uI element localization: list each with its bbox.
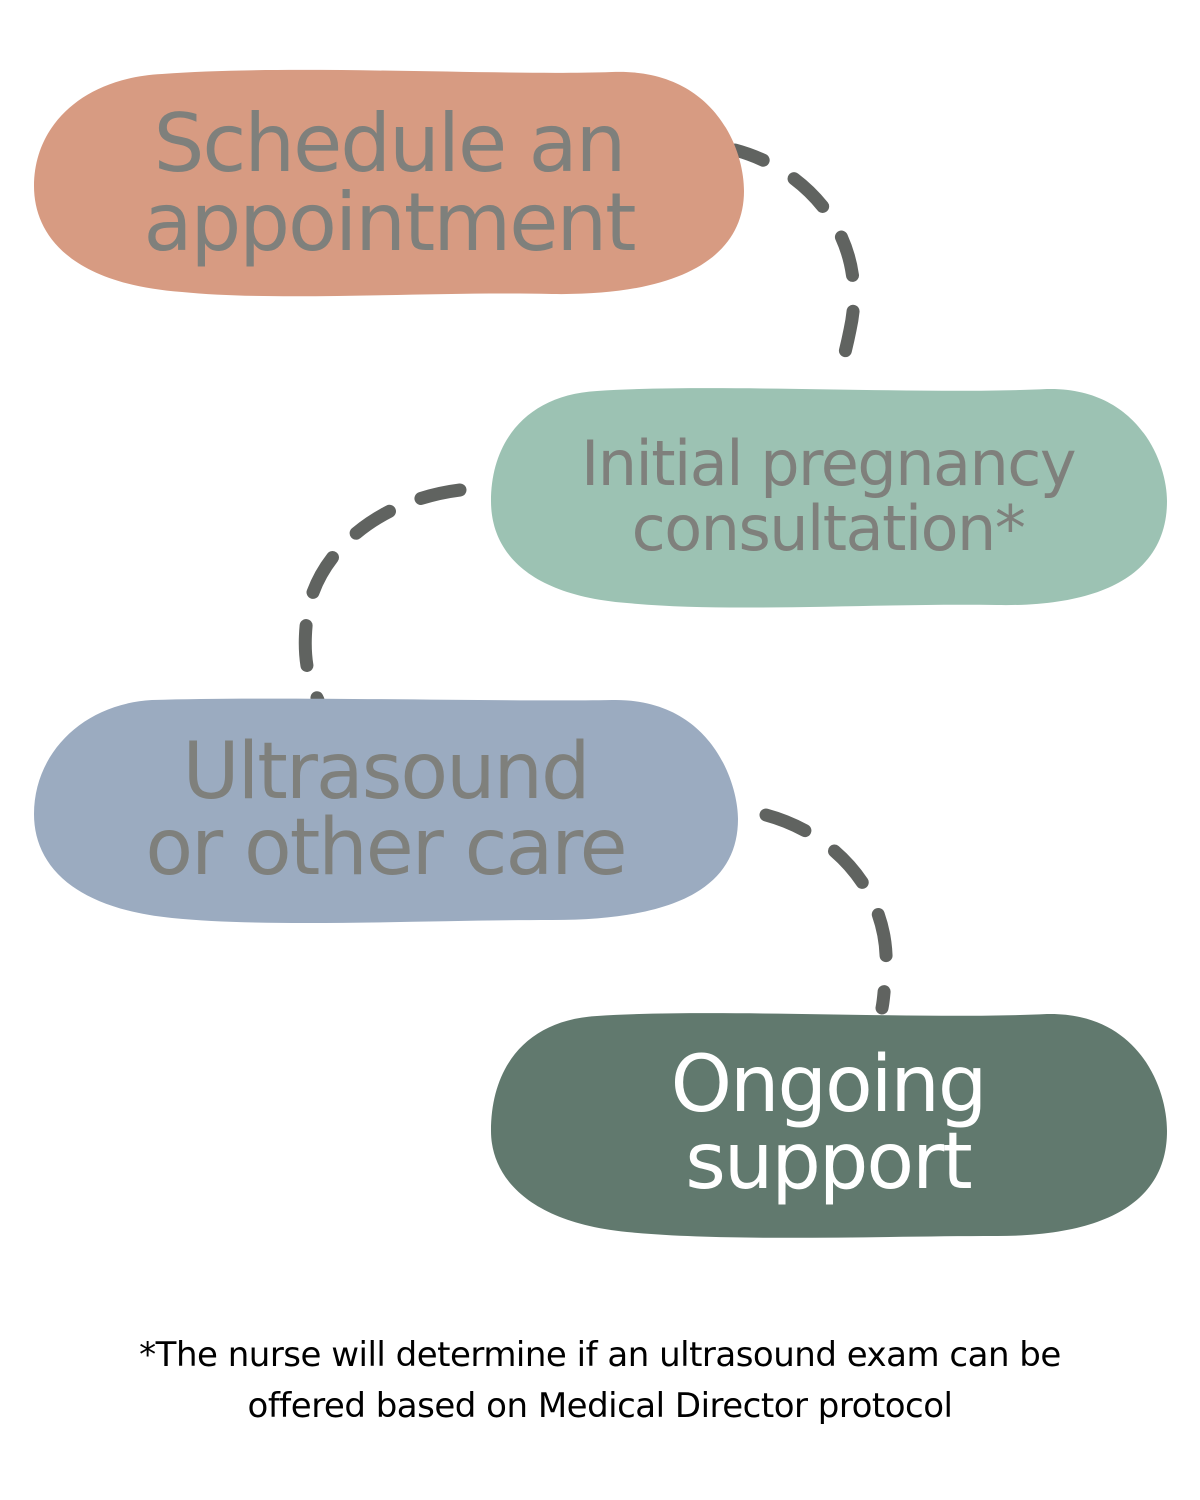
connector-step3-to-step4 xyxy=(759,808,893,1015)
footnote-line2: offered based on Medical Director protoc… xyxy=(247,1386,953,1426)
step-label-line2: or other care xyxy=(145,803,627,893)
step-label-line2: consultation* xyxy=(631,492,1026,565)
connector-step1-to-step2 xyxy=(728,143,861,387)
step-ultrasound-other-care: Ultrasound or other care xyxy=(32,694,739,926)
step-label-line1: Initial pregnancy xyxy=(580,426,1077,500)
footnote: *The nurse will determine if an ultrasou… xyxy=(0,1330,1200,1432)
blob-shape xyxy=(34,698,738,924)
step-label-line2: appointment xyxy=(143,175,636,269)
step-ongoing-support: Ongoing support xyxy=(487,1006,1169,1241)
step-label-line1: Ongoing xyxy=(670,1040,988,1131)
connector-step2-to-step3 xyxy=(298,483,467,707)
footnote-line1: *The nurse will determine if an ultrasou… xyxy=(139,1335,1061,1375)
blob-shape xyxy=(491,1013,1167,1238)
step-label-line1: Ultrasound xyxy=(182,726,591,817)
step-schedule-appointment: Schedule an appointment xyxy=(32,66,746,301)
blob-shape xyxy=(491,388,1167,608)
blob-shape xyxy=(34,69,744,297)
step-label-line2: support xyxy=(685,1116,972,1207)
step-initial-consultation: Initial pregnancy consultation* xyxy=(487,381,1169,611)
step-label-line1: Schedule an xyxy=(153,97,627,191)
